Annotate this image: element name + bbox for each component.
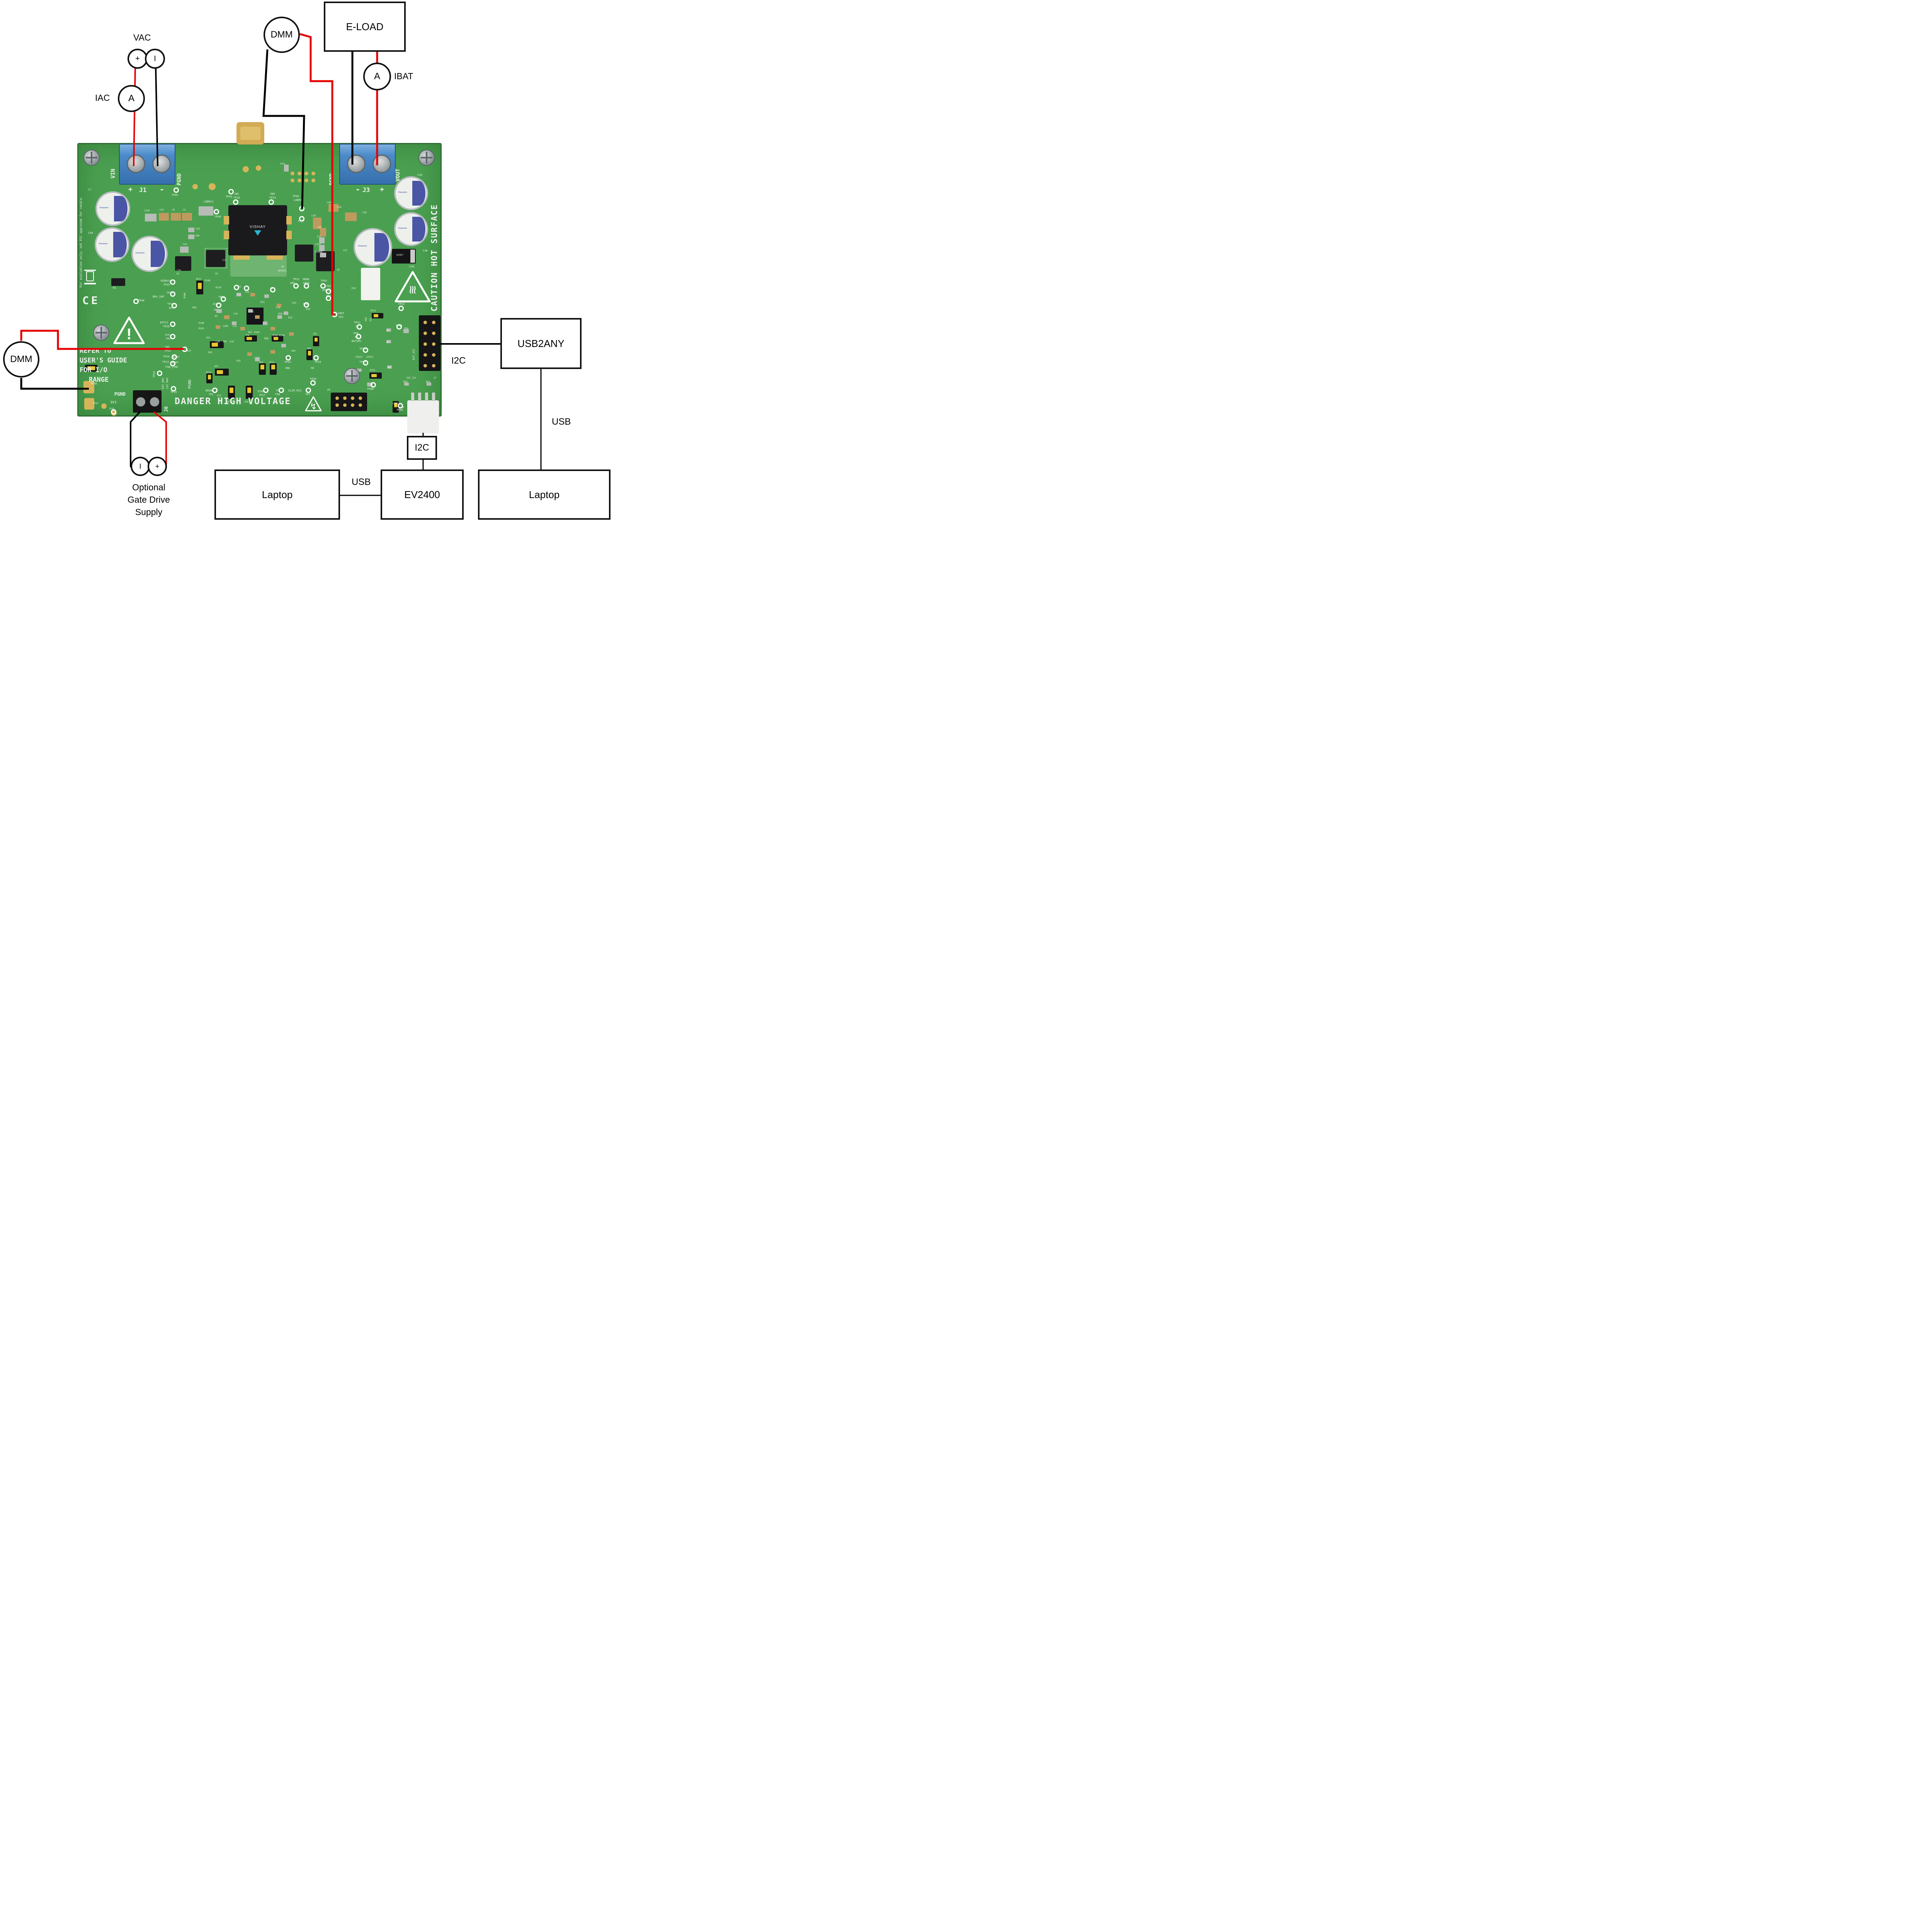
vac-source-positive: + (128, 49, 148, 69)
ic-pad (224, 231, 229, 239)
laptop-right-box: Laptop (478, 469, 611, 520)
gate-supply-label-line3: Supply (135, 507, 163, 517)
svg-text:!: ! (126, 326, 131, 343)
vishay-triangle-icon (254, 230, 261, 236)
svg-text:↯: ↯ (310, 401, 317, 411)
pcb-component (240, 127, 260, 140)
ibat-ammeter: A (363, 63, 391, 90)
svg-text:≋: ≋ (406, 285, 419, 294)
vac-label: VAC (133, 32, 151, 43)
i2c-right-label: I2C (451, 355, 466, 366)
iac-label: IAC (95, 93, 110, 103)
usb-bottom-label: USB (352, 477, 371, 487)
high-voltage-bolt-icon: ↯ (305, 396, 322, 412)
vac-source-neutral: I (145, 49, 165, 69)
main-power-ic: VISHAY (224, 205, 292, 255)
e-load-box: E-LOAD (324, 2, 406, 52)
ic-pad (286, 216, 292, 224)
iac-ammeter: A (118, 85, 145, 112)
dmm-left-meter: DMM (3, 341, 39, 378)
weee-bin-icon (84, 268, 96, 284)
gate-supply-positive: + (148, 457, 167, 476)
ic-pad (286, 231, 292, 239)
ic-pad (224, 216, 229, 224)
gate-supply-label-line2: Gate Drive (128, 495, 170, 505)
j3-pgnd-terminal (347, 155, 366, 173)
gate-supply-label-line1: Optional (132, 482, 165, 492)
gate-supply-neutral: I (131, 457, 150, 476)
j1-vin-terminal (127, 155, 145, 173)
i2c-junction-box: I2C (407, 436, 437, 460)
dmm-top-meter: DMM (264, 17, 300, 53)
ibat-label: IBAT (394, 71, 413, 81)
usb-right-label: USB (552, 417, 571, 427)
pcb-component (236, 122, 264, 145)
warning-triangle-icon: ! (113, 316, 145, 344)
j3-vout-terminal (372, 155, 391, 173)
ev2400-box: EV2400 (381, 469, 464, 520)
hot-surface-triangle-icon: ≋ (395, 271, 431, 303)
terminal-block-j3 (339, 144, 396, 185)
laptop-bottom-box: Laptop (214, 469, 340, 520)
usb2any-box: USB2ANY (500, 318, 582, 369)
terminal-block-j1 (119, 144, 175, 185)
ic-brand-label: VISHAY (250, 225, 266, 229)
j1-pgnd-terminal (152, 155, 171, 173)
